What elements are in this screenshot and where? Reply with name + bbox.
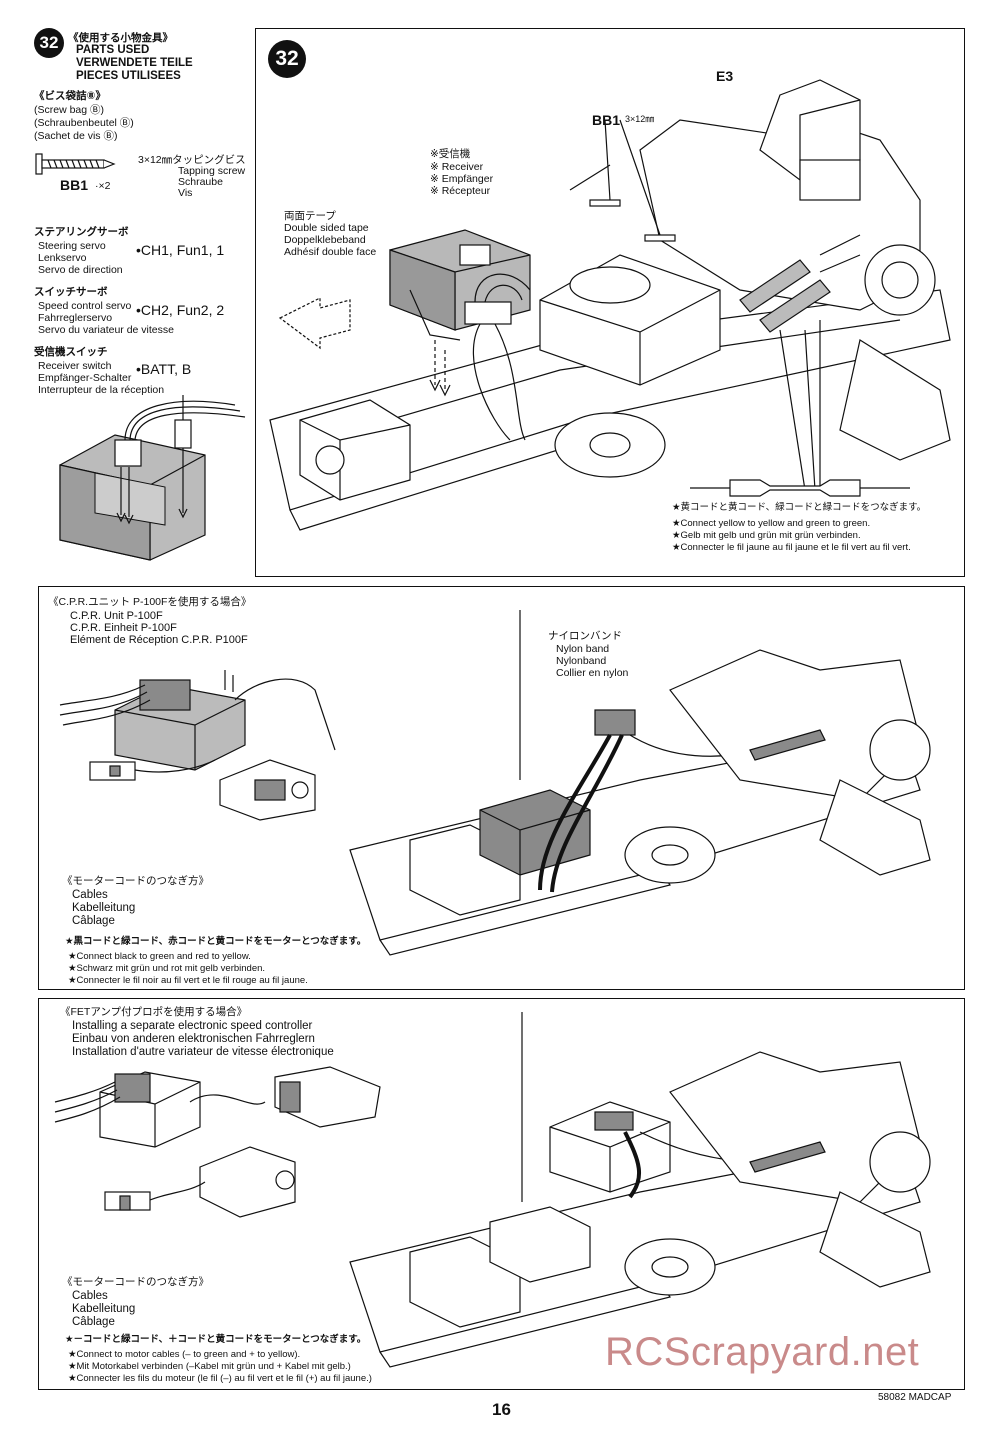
- bb1-size-label: 3×12㎜: [625, 114, 655, 124]
- fet-note-de: ★Mit Motorkabel verbinden (–Kabel mit gr…: [68, 1361, 351, 1372]
- cpr-title-jp: 《C.P.R.ユニット P-100Fを使用する場合》: [48, 596, 252, 608]
- steering-servo-de: Lenkservo: [38, 252, 87, 264]
- fet-title-en: Installing a separate electronic speed c…: [72, 1020, 313, 1032]
- screw-name-fr: Vis: [178, 187, 193, 199]
- receiver-switch-fr: Interrupteur de la réception: [38, 384, 165, 396]
- tape-de: Doppelklebeband: [284, 234, 366, 246]
- yellow-green-note-de: ★Gelb mit gelb und grün mit grün verbind…: [672, 530, 861, 541]
- fet-note-fr: ★Connecter les fils du moteur (le fil (–…: [68, 1373, 372, 1384]
- cpr-cables-fr: Câblage: [72, 915, 115, 927]
- screw-code: BB1: [60, 177, 89, 193]
- switch-servo-en: Speed control servo: [38, 300, 132, 312]
- parts-used-en: PARTS USED: [76, 44, 150, 56]
- yellow-green-note-jp: ★黄コードと黄コード、緑コードと緑コードをつなぎます。: [672, 502, 927, 513]
- main-step-panel: [255, 28, 965, 577]
- tape-en: Double sided tape: [284, 222, 369, 234]
- receiver-de: ※ Empfänger: [430, 173, 494, 185]
- model-code: 58082 MADCAP: [878, 1392, 952, 1403]
- tape-jp: 両面テープ: [284, 210, 336, 222]
- fet-title-fr: Installation d'autre variateur de vitess…: [72, 1046, 334, 1058]
- cpr-title-de: C.P.R. Einheit P-100F: [70, 622, 177, 634]
- part-bb1-label: BB1: [592, 112, 621, 128]
- switch-servo-jp: スイッチサーボ: [34, 286, 108, 298]
- screw-size-jp: 3×12㎜タッピングビス: [138, 154, 246, 166]
- cpr-cables-de: Kabelleitung: [72, 902, 136, 914]
- receiver-switch-en: Receiver switch: [38, 360, 112, 372]
- fet-cables-en: Cables: [72, 1290, 108, 1302]
- fet-panel: [38, 998, 965, 1390]
- receiver-jp: ※受信機: [430, 148, 471, 160]
- parts-used-de: VERWENDETE TEILE: [76, 57, 193, 69]
- screw-bag-jp: 《ビス袋詰⑧》: [34, 90, 106, 102]
- parts-used-fr: PIECES UTILISEES: [76, 70, 181, 82]
- receiver-switch-de: Empfänger-Schalter: [38, 372, 132, 384]
- cpr-cables-en: Cables: [72, 889, 108, 901]
- screw-qty: ·×2: [95, 180, 111, 192]
- tape-fr: Adhésif double face: [284, 246, 377, 258]
- steering-servo-fr: Servo de direction: [38, 264, 123, 276]
- cpr-title-en: C.P.R. Unit P-100F: [70, 610, 163, 622]
- switch-servo-de: Fahrreglerservo: [38, 312, 113, 324]
- nylon-band-jp: ナイロンバンド: [548, 630, 623, 642]
- cpr-note-fr: ★Connecter le fil noir au fil vert et le…: [68, 975, 308, 986]
- cpr-note-jp: ★黒コードと緑コード、赤コードと黄コードをモーターとつなぎます。: [65, 936, 367, 947]
- screw-bag-en: (Screw bag Ⓑ): [34, 104, 105, 116]
- cpr-cables-jp: 《モーターコードのつなぎ方》: [62, 875, 209, 887]
- steering-servo-en: Steering servo: [38, 240, 106, 252]
- fet-cables-fr: Câblage: [72, 1316, 115, 1328]
- fet-cables-jp: 《モーターコードのつなぎ方》: [62, 1276, 209, 1288]
- screw-name-en: Tapping screw: [178, 165, 246, 177]
- switch-servo-fr: Servo du variateur de vitesse: [38, 324, 174, 336]
- fet-title-de: Einbau von anderen elektronischen Fahrre…: [72, 1033, 315, 1045]
- fet-note-jp: ★－コードと緑コード、＋コードと黄コードをモーターとつなぎます。: [65, 1334, 367, 1345]
- watermark: RCScrapyard.net: [605, 1330, 920, 1374]
- nylon-band-de: Nylonband: [556, 655, 607, 667]
- part-e3-label: E3: [716, 68, 734, 84]
- fet-esc-illustration: [54, 1066, 381, 1218]
- fet-cables-de: Kabelleitung: [72, 1303, 136, 1315]
- screw-bag-de: (Schraubenbeutel Ⓑ): [34, 117, 134, 129]
- main-step-badge: 32: [268, 40, 306, 78]
- nylon-band-fr: Collier en nylon: [556, 667, 629, 679]
- chassis-illustration-cpr: [349, 610, 931, 956]
- cpr-unit-illustration: [59, 670, 336, 821]
- nylon-band-en: Nylon band: [556, 643, 610, 655]
- cpr-title-fr: Elément de Réception C.P.R. P100F: [70, 634, 248, 646]
- receiver-illustration: [59, 395, 246, 561]
- cpr-note-en: ★Connect black to green and red to yello…: [68, 951, 251, 962]
- step-badge: 32: [34, 28, 64, 58]
- receiver-switch-jp: 受信機スイッチ: [34, 346, 108, 358]
- chassis-illustration-main: [269, 79, 951, 531]
- screw-name-de: Schraube: [178, 176, 223, 188]
- page-number: 16: [492, 1400, 511, 1419]
- screw-icon: [35, 153, 116, 175]
- receiver-fr: ※ Récepteur: [430, 185, 491, 197]
- steering-servo-jp: ステアリングサーボ: [34, 226, 129, 238]
- parts-used-jp: 《使用する小物金具》: [68, 32, 173, 44]
- cpr-panel: [38, 586, 965, 990]
- chassis-illustration-fet: [349, 1012, 931, 1368]
- yellow-green-note-fr: ★Connecter le fil jaune au fil jaune et …: [672, 542, 911, 553]
- fet-note-en: ★Connect to motor cables (– to green and…: [68, 1349, 301, 1360]
- screw-bag-fr: (Sachet de vis Ⓑ): [34, 130, 118, 142]
- steering-channel: •CH1, Fun1, 1: [136, 242, 225, 258]
- cpr-note-de: ★Schwarz mit grün und rot mit gelb verbi…: [68, 963, 266, 974]
- yellow-green-note-en: ★Connect yellow to yellow and green to g…: [672, 518, 871, 529]
- receiver-en: ※ Receiver: [430, 161, 484, 173]
- switch-channel: •CH2, Fun2, 2: [136, 302, 225, 318]
- fet-title-jp: 《FETアンプ付プロポを使用する場合》: [60, 1006, 248, 1018]
- receiver-switch-channel: •BATT, B: [136, 361, 192, 377]
